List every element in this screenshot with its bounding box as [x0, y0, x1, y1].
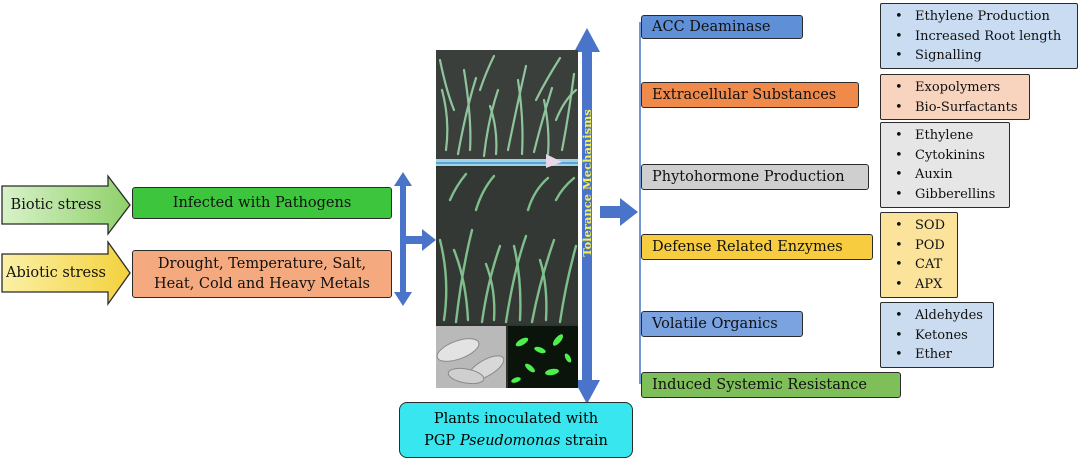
- inoculation-line1: Plants inoculated with: [433, 411, 599, 427]
- abiotic-stress-label: Abiotic stress: [4, 258, 108, 288]
- tolerance-double-arrow: [574, 28, 600, 404]
- detail-item: Bio-Surfactants: [895, 98, 1021, 118]
- mechanism-label: ACC Deaminase: [652, 19, 771, 35]
- detail-item: Signalling: [895, 46, 1069, 66]
- mechanism-volatile-organics: Volatile Organics: [641, 311, 803, 337]
- detail-item: Ethylene: [895, 126, 1001, 146]
- detail-item: Cytokinins: [895, 146, 1001, 166]
- mechanism-label: Extracellular Substances: [652, 87, 837, 103]
- extracellular-substances-details: Exopolymers Bio-Surfactants: [880, 74, 1030, 120]
- abiotic-stress-arrow: [1, 239, 131, 307]
- mechanism-extracellular-substances: Extracellular Substances: [641, 82, 859, 108]
- pathogen-infection-text: Infected with Pathogens: [172, 195, 352, 211]
- mechanism-label: Induced Systemic Resistance: [652, 377, 867, 393]
- abiotic-factors-box: Drought, Temperature, Salt, Heat, Cold a…: [132, 250, 392, 298]
- abiotic-factors-line1: Drought, Temperature, Salt,: [157, 256, 367, 272]
- detail-item: CAT: [895, 255, 949, 275]
- inoculation-box: Plants inoculated with PGP Pseudomonas s…: [399, 402, 633, 458]
- acc-deaminase-details: Ethylene Production Increased Root lengt…: [880, 3, 1078, 69]
- defense-enzymes-details: SOD POD CAT APX: [880, 212, 958, 298]
- mechanism-induced-systemic-resistance: Induced Systemic Resistance: [641, 372, 901, 398]
- pseudomonas-text: Pseudomonas: [459, 433, 561, 449]
- detail-item: Gibberellins: [895, 185, 1001, 205]
- mechanism-label: Volatile Organics: [652, 316, 778, 332]
- stress-to-plant-arrow: [406, 229, 436, 251]
- biotic-stress-arrow: [1, 174, 131, 236]
- detail-item: SOD: [895, 216, 949, 236]
- tolerance-mechanisms-text: Tolerance Mechanisms: [580, 109, 594, 257]
- abiotic-stress-text: Abiotic stress: [6, 265, 106, 281]
- detail-item: Increased Root length: [895, 27, 1069, 47]
- biotic-stress-label: Biotic stress: [6, 190, 106, 220]
- volatile-organics-details: Aldehydes Ketones Ether: [880, 302, 994, 368]
- plant-photo: [436, 50, 578, 388]
- biotic-stress-text: Biotic stress: [10, 197, 102, 213]
- tolerance-mechanisms-label: Tolerance Mechanisms: [578, 58, 596, 308]
- detail-item: Auxin: [895, 165, 1001, 185]
- detail-item: POD: [895, 236, 949, 256]
- detail-item: APX: [895, 275, 949, 295]
- mechanism-defense-enzymes: Defense Related Enzymes: [641, 234, 873, 260]
- phytohormone-details: Ethylene Cytokinins Auxin Gibberellins: [880, 122, 1010, 208]
- mechanism-acc-deaminase: ACC Deaminase: [641, 15, 803, 39]
- mechanism-label: Defense Related Enzymes: [652, 239, 843, 255]
- detail-item: Exopolymers: [895, 78, 1021, 98]
- stress-double-arrow: [394, 172, 412, 306]
- tolerance-to-mechanisms-arrow: [600, 198, 638, 226]
- abiotic-factors-line2: Heat, Cold and Heavy Metals: [154, 276, 370, 292]
- detail-item: Ketones: [895, 326, 985, 346]
- detail-item: Ethylene Production: [895, 7, 1069, 27]
- mechanism-label: Phytohormone Production: [652, 169, 845, 185]
- inoculation-line2: PGP Pseudomonas strain: [424, 433, 608, 449]
- mechanism-phytohormone-production: Phytohormone Production: [641, 164, 869, 190]
- detail-item: Ether: [895, 345, 985, 365]
- detail-item: Aldehydes: [895, 306, 985, 326]
- pathogen-infection-box: Infected with Pathogens: [132, 187, 392, 219]
